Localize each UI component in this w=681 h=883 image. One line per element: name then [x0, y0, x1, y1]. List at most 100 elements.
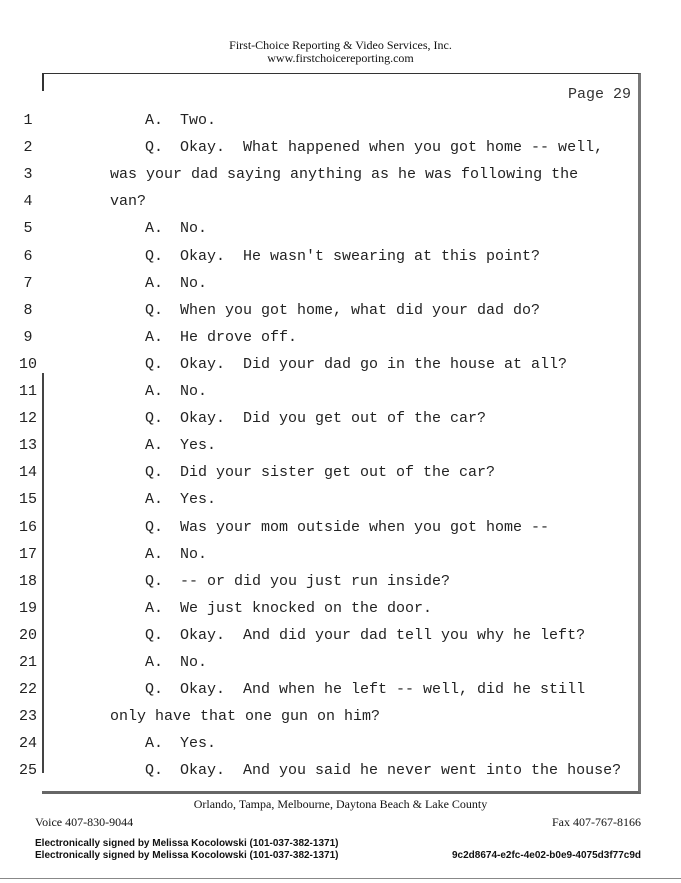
speaker-label: Q. [145, 518, 164, 536]
transcript-line: 22 Q. Okay. And when he left -- well, did … [0, 680, 681, 700]
line-number: 9 [23, 328, 33, 346]
line-text: Yes. [180, 437, 217, 455]
speaker-label: A. [145, 545, 164, 563]
line-number: 20 [18, 626, 37, 644]
line-text: Okay. And you said he never went into th… [180, 762, 622, 780]
transcript-line: 23 only have that one gun on him? [0, 707, 681, 727]
line-number: 23 [18, 708, 37, 726]
speaker-label: Q. [145, 464, 164, 482]
speaker-label: A. [145, 383, 164, 400]
transcript-line: 5 A. No. [0, 219, 681, 239]
transcript-line: 18 Q. -- or did you just run inside? [0, 572, 681, 592]
line-number: 16 [18, 518, 37, 536]
speaker-label: Q. [145, 301, 164, 319]
speaker-label: A. [145, 274, 164, 292]
line-text: Yes. [180, 491, 217, 509]
line-number: 18 [18, 572, 37, 590]
signature-line-1: Electronically signed by Melissa Kocolow… [35, 838, 339, 849]
line-text: was your dad saying anything as he was f… [110, 166, 579, 184]
transcript-line: 16 Q. Was your mom outside when you got ho… [0, 518, 681, 538]
line-text: No. [180, 220, 208, 238]
transcript-frame [42, 73, 641, 794]
line-text: No. [180, 654, 208, 671]
line-number: 17 [18, 545, 37, 563]
line-text: No. [180, 274, 208, 292]
transcript-line: 15 A. Yes. [0, 490, 681, 510]
frame-left-edge [42, 73, 44, 91]
line-text: only have that one gun on him? [110, 708, 381, 726]
transcript-line: 8 Q. When you got home, what did your dad … [0, 301, 681, 321]
speaker-label: A. [145, 112, 164, 129]
line-number: 4 [23, 193, 33, 211]
line-text: No. [180, 383, 208, 400]
line-text: Did your sister get out of the car? [180, 464, 496, 482]
line-number: 8 [23, 301, 33, 319]
document-id: 9c2d8674-e2fc-4e02-b0e9-4075d3f77c9d [451, 850, 641, 861]
line-number: 19 [18, 599, 37, 617]
line-number: 15 [18, 491, 37, 509]
page-number: Page 29 [567, 86, 631, 103]
line-number: 12 [18, 410, 37, 428]
line-text: We just knocked on the door. [180, 599, 433, 617]
transcript-line: 10 Q. Okay. Did your dad go in the house a… [0, 355, 681, 375]
line-text: When you got home, what did your dad do? [180, 301, 541, 319]
line-number: 7 [23, 274, 33, 292]
transcript-line: 12 Q. Okay. Did you get out of the car? [0, 409, 681, 429]
transcript-line: 24 A. Yes. [0, 734, 681, 754]
transcript-line: 2 Q. Okay. What happened when you got home… [0, 138, 681, 158]
line-text: -- or did you just run inside? [180, 572, 451, 590]
signature-line-2: Electronically signed by Melissa Kocolow… [35, 850, 339, 861]
speaker-label: A. [145, 735, 164, 753]
footer-locations: Orlando, Tampa, Melbourne, Daytona Beach… [193, 797, 488, 811]
line-text: Okay. Did your dad go in the house at al… [180, 355, 568, 373]
frame-left-edge-lower [42, 373, 44, 773]
speaker-label: Q. [145, 626, 164, 644]
line-text: Yes. [180, 735, 217, 753]
speaker-label: A. [145, 220, 164, 238]
transcript-line: 19 A. We just knocked on the door. [0, 599, 681, 619]
transcript-line: 11 A. No. [0, 382, 681, 402]
line-number: 22 [18, 681, 37, 699]
transcript-line: 14 Q. Did your sister get out of the car? [0, 463, 681, 483]
speaker-label: Q. [145, 681, 164, 699]
footer-voice: Voice 407-830-9044 [35, 815, 134, 829]
line-text: Okay. And when he left -- well, did he s… [180, 681, 586, 699]
line-text: Okay. Did you get out of the car? [180, 410, 487, 428]
speaker-label: Q. [145, 139, 164, 157]
line-text: Two. [180, 112, 217, 129]
speaker-label: Q. [145, 572, 164, 590]
line-number: 24 [18, 735, 37, 753]
line-number: 13 [18, 437, 37, 455]
line-number: 5 [23, 220, 33, 238]
line-text: Was your mom outside when you got home -… [180, 518, 550, 536]
line-number: 2 [23, 139, 33, 157]
line-number: 11 [18, 383, 37, 400]
line-text: He drove off. [180, 328, 298, 346]
line-number: 6 [23, 247, 33, 265]
line-number: 10 [18, 355, 37, 373]
line-number: 1 [23, 112, 33, 129]
speaker-label: A. [145, 328, 164, 346]
line-text: Okay. What happened when you got home --… [180, 139, 604, 157]
speaker-label: A. [145, 599, 164, 617]
line-number: 14 [18, 464, 37, 482]
company-name: First-Choice Reporting & Video Services,… [229, 38, 452, 52]
speaker-label: A. [145, 654, 164, 671]
speaker-label: Q. [145, 247, 164, 265]
speaker-label: Q. [145, 410, 164, 428]
line-number: 21 [18, 654, 37, 671]
page-bottom-rule [0, 878, 681, 879]
transcript-line: 1 A. Two. [0, 111, 681, 131]
speaker-label: Q. [145, 355, 164, 373]
transcript-line: 21 A. No. [0, 653, 681, 673]
company-website: www.firstchoicereporting.com [267, 51, 414, 65]
line-number: 25 [18, 762, 37, 780]
speaker-label: A. [145, 491, 164, 509]
